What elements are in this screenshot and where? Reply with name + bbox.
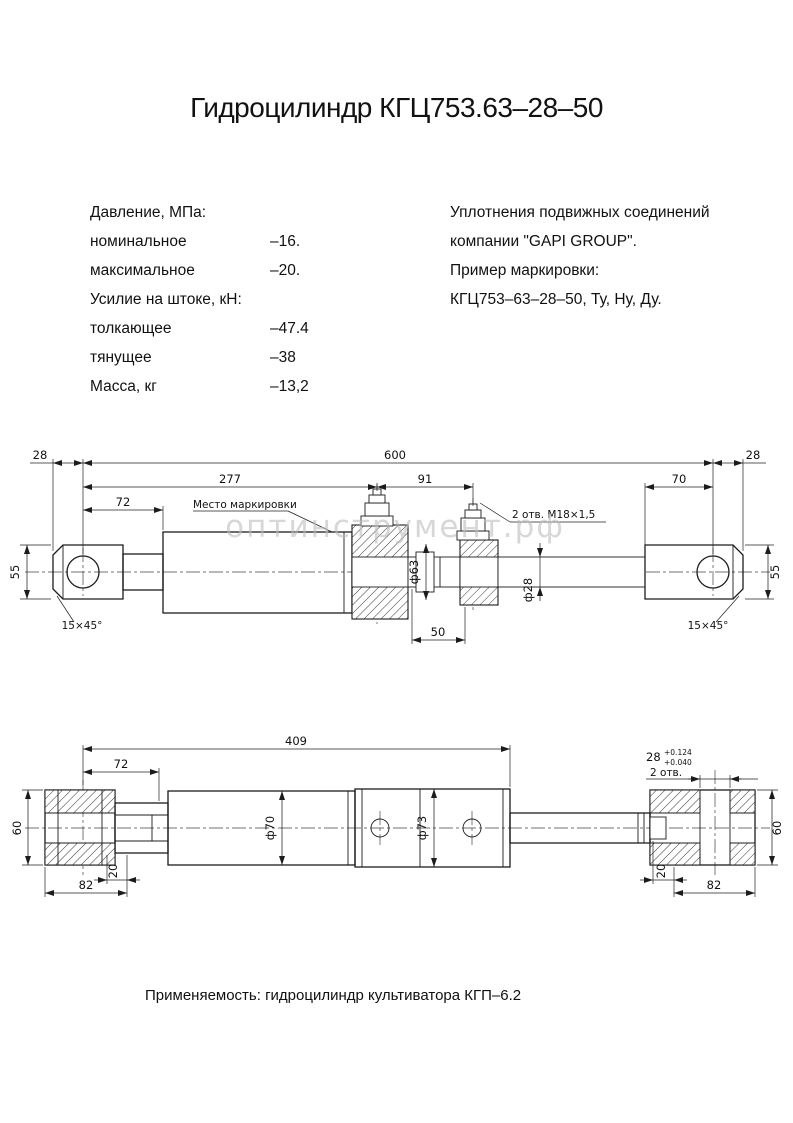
dimension-lines xyxy=(25,746,775,896)
spec-label: тянущее xyxy=(90,349,152,366)
extension-lines xyxy=(20,459,774,644)
dim-28-right-label: 28 xyxy=(746,448,761,462)
hole-tolerance-upper: +0.124 xyxy=(664,748,692,757)
marking-place-label: Место маркировки xyxy=(193,499,297,511)
spec-label: максимальное xyxy=(90,262,195,279)
port-fitting-left xyxy=(360,488,394,527)
dimension-labels: 409 72 28 +0.124 +0.040 2 отв. 60 60 ф70… xyxy=(10,734,784,892)
dim-20-left-label: 20 xyxy=(106,864,120,879)
dim-82-left-label: 82 xyxy=(79,878,94,892)
notes-block: Уплотнения подвижных соединений компании… xyxy=(450,198,770,314)
spec-value: –20. xyxy=(270,262,301,279)
dim-60-left-label: 60 xyxy=(10,821,24,836)
cylinder-outline xyxy=(44,788,756,868)
dia-63-label: ф63 xyxy=(407,560,421,584)
spec-row: Давление, МПа: xyxy=(90,198,420,227)
hole-tolerance-lower: +0.040 xyxy=(664,758,692,767)
dia-28-label: ф28 xyxy=(521,578,535,602)
dim-70-label: 70 xyxy=(672,472,687,486)
dim-55-right-label: 55 xyxy=(768,565,782,580)
dim-409-label: 409 xyxy=(285,734,307,748)
piston-rod xyxy=(497,556,646,588)
spec-row: номинальное –16. xyxy=(90,227,420,256)
dim-72-label: 72 xyxy=(116,495,131,509)
note-line: Уплотнения подвижных соединений xyxy=(450,204,710,221)
hole-dim-label: 28 xyxy=(646,750,661,764)
spec-table: Давление, МПа: номинальное –16. максималь… xyxy=(90,198,420,401)
spec-row: тянущее –38 xyxy=(90,343,420,372)
spec-value: –47.4 xyxy=(270,320,309,337)
spec-value: –16. xyxy=(270,233,301,250)
section-view-drawing: 409 72 28 +0.124 +0.040 2 отв. 60 60 ф70… xyxy=(10,734,784,897)
spec-label: толкающее xyxy=(90,320,172,337)
dimension-lines xyxy=(24,460,771,643)
dim-55-left-label: 55 xyxy=(8,565,22,580)
spec-row: толкающее –47.4 xyxy=(90,314,420,343)
ports-label: 2 отв. М18×1,5 xyxy=(512,509,595,521)
dim-50-label: 50 xyxy=(431,625,446,639)
rod-socket xyxy=(649,816,667,840)
dia-70-label: ф70 xyxy=(263,816,277,840)
dim-600-label: 600 xyxy=(384,448,406,462)
dim-60-right-label: 60 xyxy=(770,821,784,836)
spec-value xyxy=(270,285,420,314)
note-line: Пример маркировки: xyxy=(450,262,600,279)
chamfer-left-label: 15×45° xyxy=(62,620,103,632)
chamfer-right-label: 15×45° xyxy=(688,620,729,632)
spec-row: Усилие на штоке, кН: xyxy=(90,285,420,314)
side-view-drawing: 600 28 28 277 91 70 72 Место маркировки … xyxy=(8,448,782,644)
dim-91-label: 91 xyxy=(418,472,433,486)
page-title: Гидроцилиндр КГЦ753.63–28–50 xyxy=(190,92,603,123)
spec-label: номинальное xyxy=(90,233,187,250)
spec-value: –13,2 xyxy=(270,378,309,395)
port-bore-right xyxy=(462,818,482,838)
watermark: оптинструмент.рф xyxy=(225,509,565,545)
port-fitting-right xyxy=(456,503,490,541)
spec-label: Давление, МПа: xyxy=(90,204,207,221)
dim-277-label: 277 xyxy=(219,472,241,486)
left-pin-hole xyxy=(66,555,100,589)
dia-73-label: ф73 xyxy=(415,816,429,840)
cylinder-outline xyxy=(52,488,744,620)
note-line: КГЦ753–63–28–50, Ту, Ну, Ду. xyxy=(450,291,662,308)
spec-row: Масса, кг –13,2 xyxy=(90,372,420,401)
dim-82-right-label: 82 xyxy=(707,878,722,892)
dim-28-left-label: 28 xyxy=(33,448,48,462)
spec-value xyxy=(270,198,420,227)
dim-20-right-label: 20 xyxy=(654,864,668,879)
note-line: компании "GAPI GROUP". xyxy=(450,233,637,250)
right-pin-hole xyxy=(696,555,730,589)
hole-qty-label: 2 отв. xyxy=(650,767,682,779)
dimension-labels: 600 28 28 277 91 70 72 Место маркировки … xyxy=(8,448,782,639)
spec-label: Масса, кг xyxy=(90,378,157,395)
dim-72-label: 72 xyxy=(114,757,129,771)
port-bore-left xyxy=(370,818,390,838)
spec-row: максимальное –20. xyxy=(90,256,420,285)
spec-label: Усилие на штоке, кН: xyxy=(90,291,242,308)
applicability-note: Применяемость: гидроцилиндр культиватора… xyxy=(145,987,522,1004)
spec-value: –38 xyxy=(270,349,296,366)
